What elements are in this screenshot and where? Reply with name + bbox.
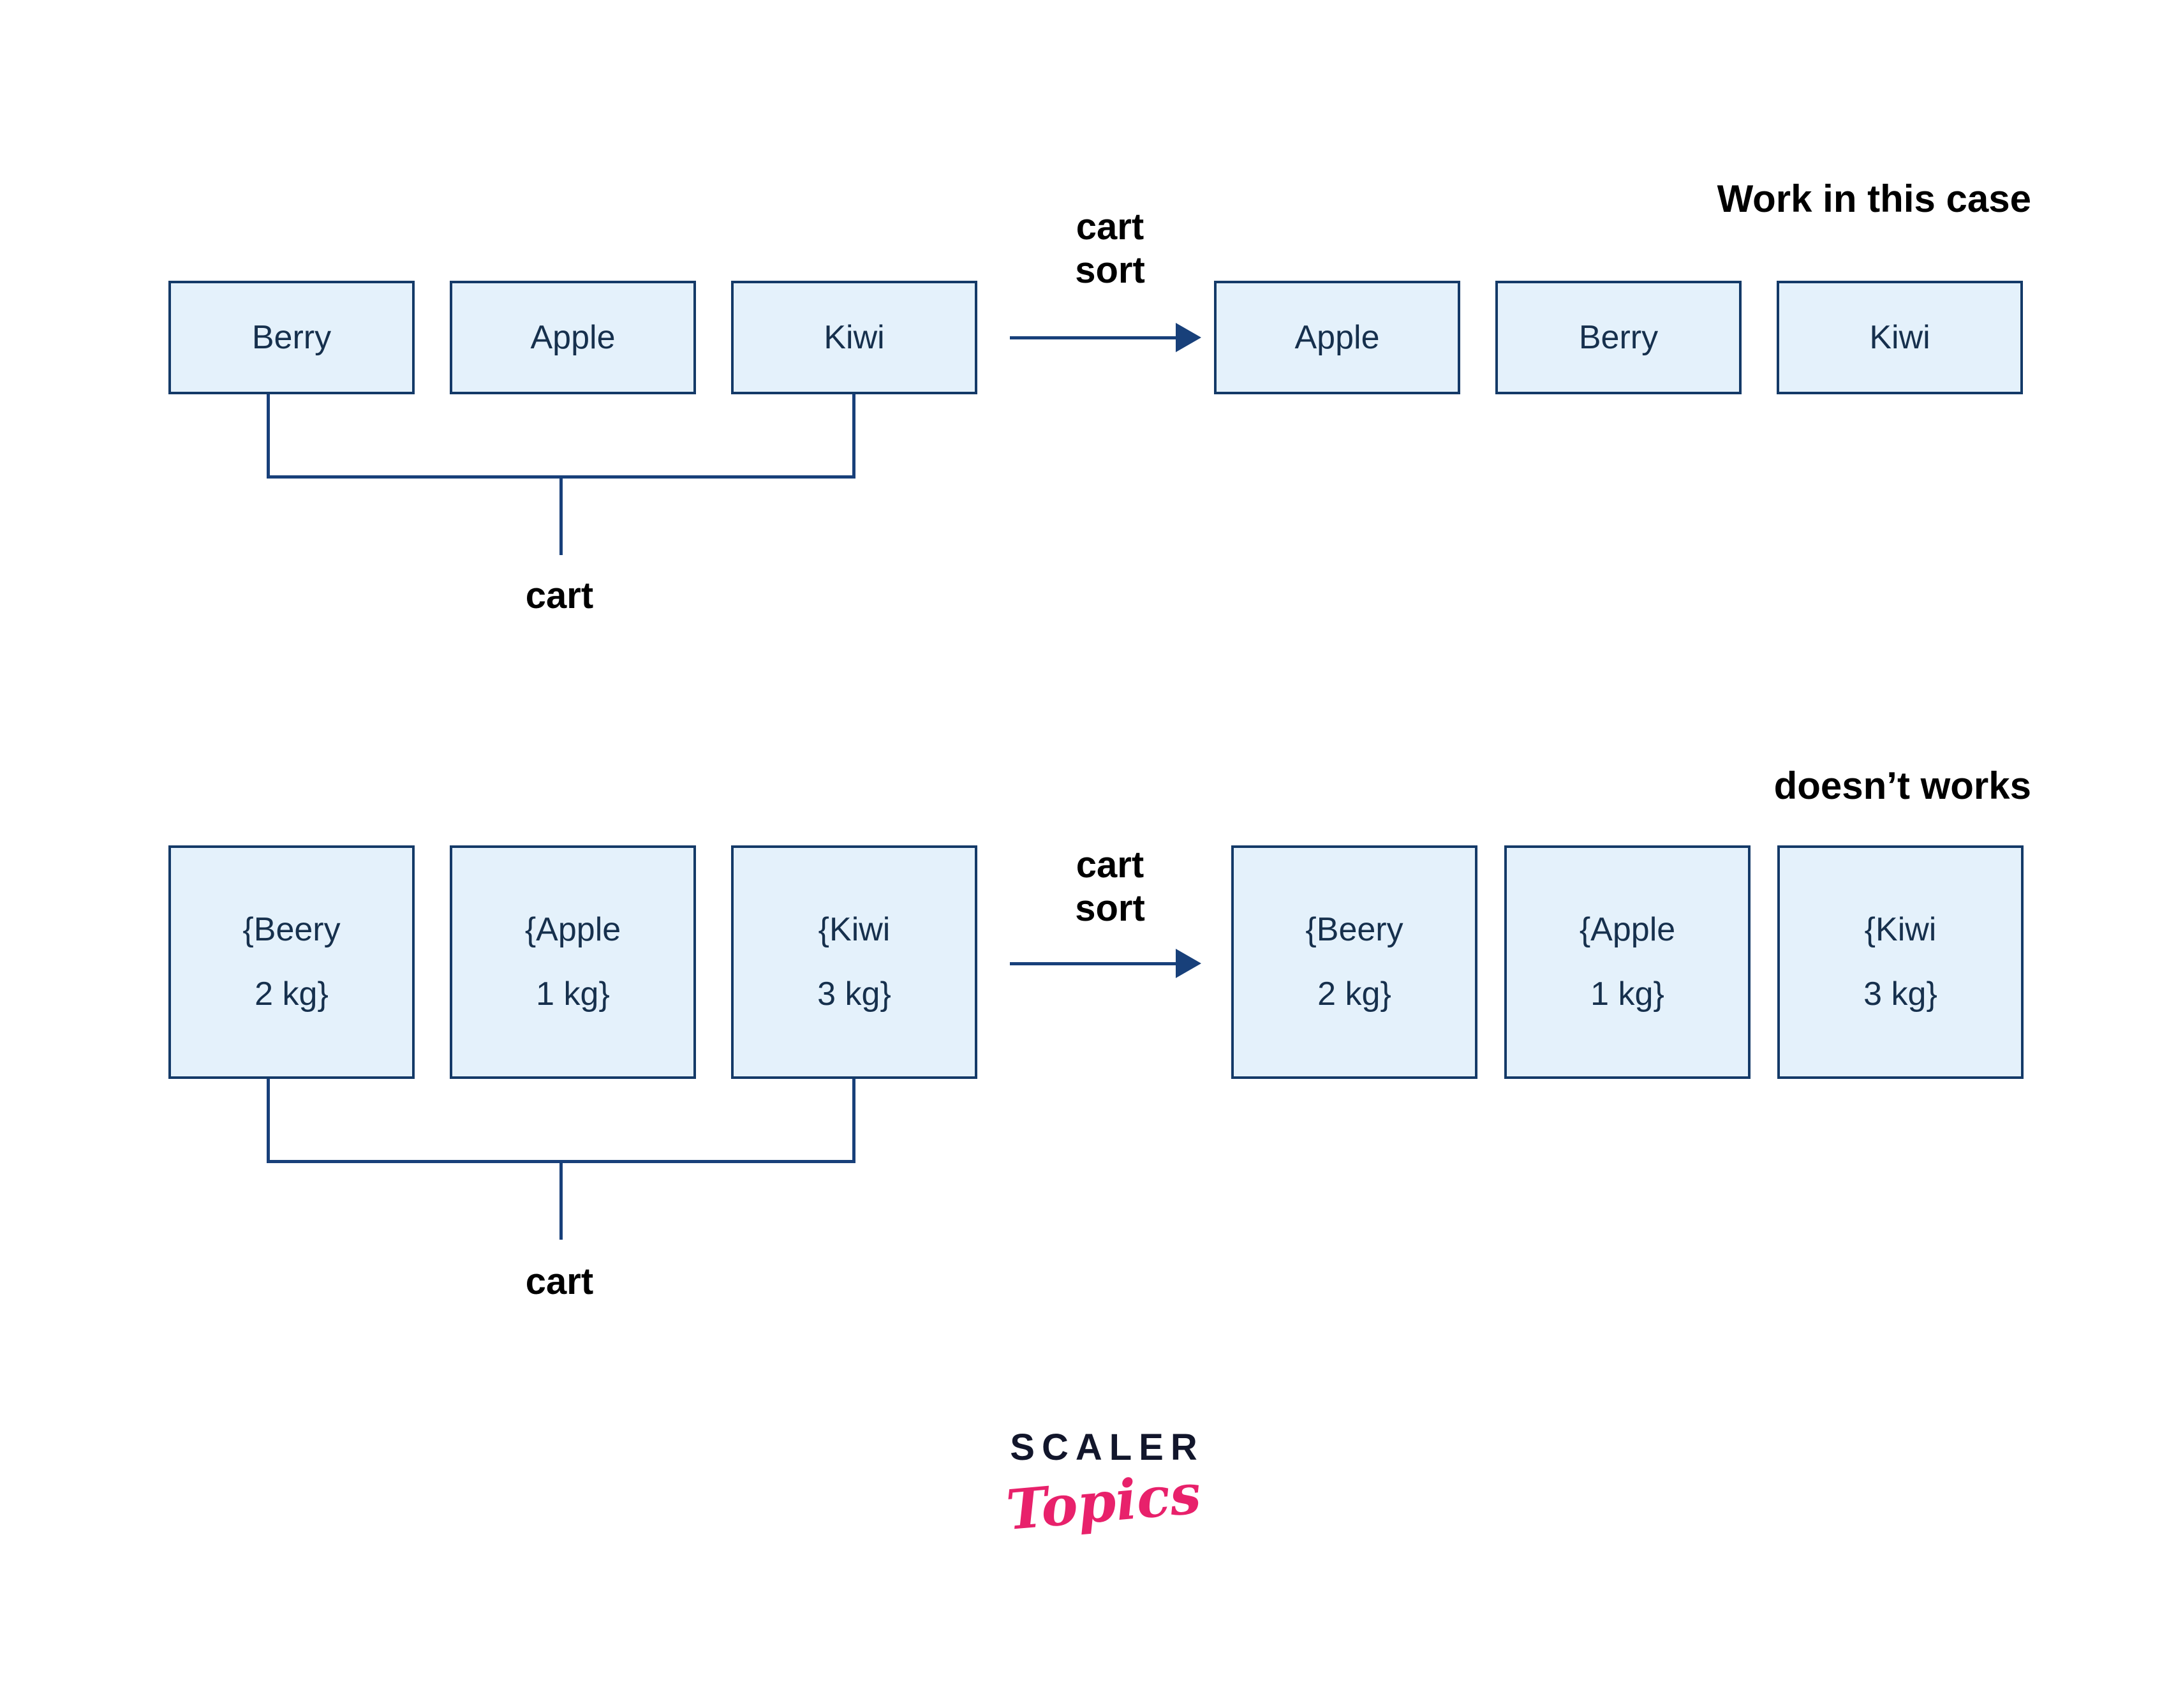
box-label-primary: {Beery	[1305, 911, 1403, 949]
operation-label-1: cart sort	[1014, 205, 1206, 293]
output-box-2-1[interactable]: {Beery 2 kg}	[1231, 845, 1477, 1079]
output-box-2-2[interactable]: {Apple 1 kg}	[1504, 845, 1751, 1079]
bracket-2-drop-stem	[559, 1160, 563, 1240]
output-box-1-1[interactable]: Apple	[1214, 281, 1460, 394]
section-1-heading: Work in this case	[1717, 177, 2031, 220]
output-box-1-3[interactable]: Kiwi	[1777, 281, 2023, 394]
operation-line-2: sort	[1075, 249, 1145, 292]
box-label: Kiwi	[824, 318, 885, 356]
logo-wordmark: SCALER	[1010, 1427, 1204, 1468]
output-box-2-3[interactable]: {Kiwi 3 kg}	[1777, 845, 2024, 1079]
bracket-1-left-stem	[267, 394, 270, 477]
bracket-1-right-stem	[852, 394, 855, 477]
operation-line-2: sort	[1075, 887, 1145, 930]
operation-line-1: cart	[1076, 844, 1144, 886]
box-label-secondary: 3 kg}	[1863, 976, 1937, 1013]
operation-line-1: cart	[1076, 206, 1144, 248]
transform-arrow-shaft-1	[1010, 336, 1176, 339]
scaler-topics-logo: SCALER Topics	[970, 1426, 1238, 1543]
box-label-primary: {Beery	[242, 911, 341, 949]
box-label: Apple	[1294, 318, 1380, 356]
bracket-2-left-stem	[267, 1079, 270, 1162]
input-box-2-2[interactable]: {Apple 1 kg}	[450, 845, 696, 1079]
output-box-1-2[interactable]: Berry	[1495, 281, 1742, 394]
input-box-2-1[interactable]: {Beery 2 kg}	[168, 845, 415, 1079]
box-label-secondary: 3 kg}	[817, 976, 891, 1013]
bracket-1-drop-stem	[559, 475, 563, 555]
section-2-heading: doesn’t works	[1773, 764, 2031, 807]
input-box-1-3[interactable]: Kiwi	[731, 281, 977, 394]
logo-script: Topics	[1003, 1461, 1204, 1543]
box-label: Berry	[251, 318, 332, 356]
transform-arrow-shaft-2	[1010, 962, 1176, 965]
box-label-primary: {Apple	[1579, 911, 1676, 949]
box-label-primary: {Kiwi	[1864, 911, 1937, 949]
box-label-primary: {Apple	[524, 911, 621, 949]
box-label-secondary: 1 kg}	[1590, 976, 1664, 1013]
operation-label-2: cart sort	[1014, 843, 1206, 931]
bracket-1-label: cart	[525, 575, 594, 616]
transform-arrow-head-2	[1176, 949, 1201, 978]
box-label-secondary: 2 kg}	[255, 976, 329, 1013]
box-label: Kiwi	[1869, 318, 1930, 356]
box-label: Berry	[1578, 318, 1659, 356]
transform-arrow-head-1	[1176, 323, 1201, 352]
input-box-2-3[interactable]: {Kiwi 3 kg}	[731, 845, 977, 1079]
box-label-primary: {Kiwi	[818, 911, 891, 949]
input-box-1-2[interactable]: Apple	[450, 281, 696, 394]
box-label: Apple	[530, 318, 616, 356]
bracket-2-label: cart	[525, 1261, 594, 1302]
input-box-1-1[interactable]: Berry	[168, 281, 415, 394]
box-label-secondary: 2 kg}	[1317, 976, 1391, 1013]
bracket-2-right-stem	[852, 1079, 855, 1162]
box-label-secondary: 1 kg}	[536, 976, 610, 1013]
